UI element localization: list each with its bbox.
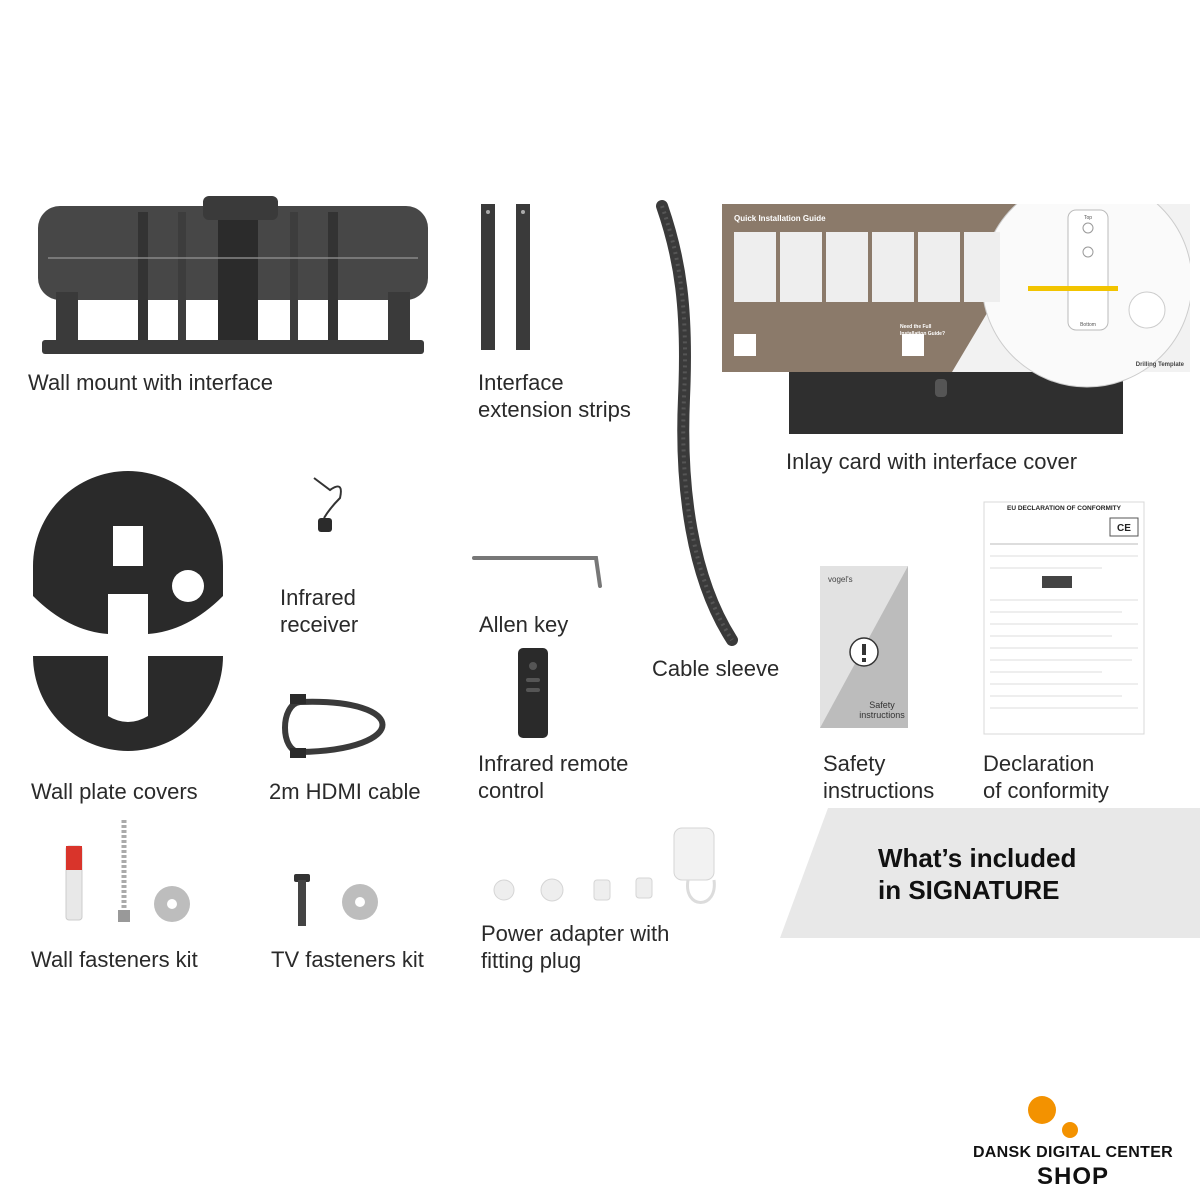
safety-line1: Safety <box>869 700 895 710</box>
ce-mark: CE <box>1117 523 1131 534</box>
guide-drilling-template: Drilling Template <box>1136 362 1185 368</box>
power-adapter-label: Power adapter with fitting plug <box>481 921 670 973</box>
power-adapter-image <box>493 827 716 904</box>
included-banner <box>780 808 1200 938</box>
guide-top: Top <box>1084 215 1092 221</box>
allen-key-label: Allen key <box>479 612 569 637</box>
cable-sleeve-label: Cable sleeve <box>652 656 780 681</box>
wall-mount-image <box>38 196 428 354</box>
logo-dot-small <box>1062 1122 1078 1138</box>
hdmi-cable-image <box>282 694 386 758</box>
shop-logo-line2: SHOP <box>1036 1163 1109 1190</box>
remote-control-label: Infrared remote control <box>478 751 629 803</box>
safety-line2: instructions <box>859 710 905 720</box>
allen-key-image <box>472 556 602 588</box>
infrared-receiver-image <box>313 477 342 532</box>
wall-plate-covers-image <box>33 471 223 751</box>
cable-sleeve-image <box>656 200 738 646</box>
shop-logo: DANSK DIGITAL CENTER SHOP <box>955 1142 1191 1190</box>
inlay-card-label: Inlay card with interface cover <box>786 449 1078 474</box>
banner-heading: What’s included in SIGNATURE <box>878 843 1077 905</box>
wall-mount-label: Wall mount with interface <box>28 370 273 395</box>
guide-bottom: Bottom <box>1080 322 1096 328</box>
guide-need-full: Need the Full <box>900 324 932 330</box>
shop-logo-line1: DANSK DIGITAL CENTER <box>972 1144 1174 1161</box>
wall-plate-covers-label: Wall plate covers <box>31 779 198 804</box>
declaration-doc-image: EU DECLARATION OF CONFORMITY CE <box>983 501 1145 735</box>
hdmi-cable-label: 2m HDMI cable <box>269 779 421 804</box>
declaration-title: EU DECLARATION OF CONFORMITY <box>1007 505 1122 512</box>
wall-fasteners-image <box>65 820 190 922</box>
inlay-card-image: Quick Installation Guide Need the Full I… <box>722 204 1190 434</box>
shop-logo-dots <box>1028 1096 1078 1138</box>
guide-need-full-2: Installation Guide? <box>900 331 945 337</box>
wall-fasteners-label: Wall fasteners kit <box>31 947 198 972</box>
guide-title: Quick Installation Guide <box>734 214 826 223</box>
safety-label: Safety instructions <box>823 751 935 803</box>
tv-fasteners-label: TV fasteners kit <box>271 947 424 972</box>
extension-strips-label: Interface extension strips <box>478 370 631 422</box>
logo-dot-large <box>1028 1096 1056 1124</box>
safety-brand: vogel's <box>828 575 853 584</box>
declaration-label: Declaration of conformity <box>983 751 1109 803</box>
infrared-receiver-label: Infrared receiver <box>280 585 359 637</box>
extension-strips-image <box>481 204 530 350</box>
remote-control-image <box>518 648 548 738</box>
safety-booklet-image: vogel's Safety instructions <box>820 566 908 728</box>
tv-fasteners-image <box>294 874 378 926</box>
